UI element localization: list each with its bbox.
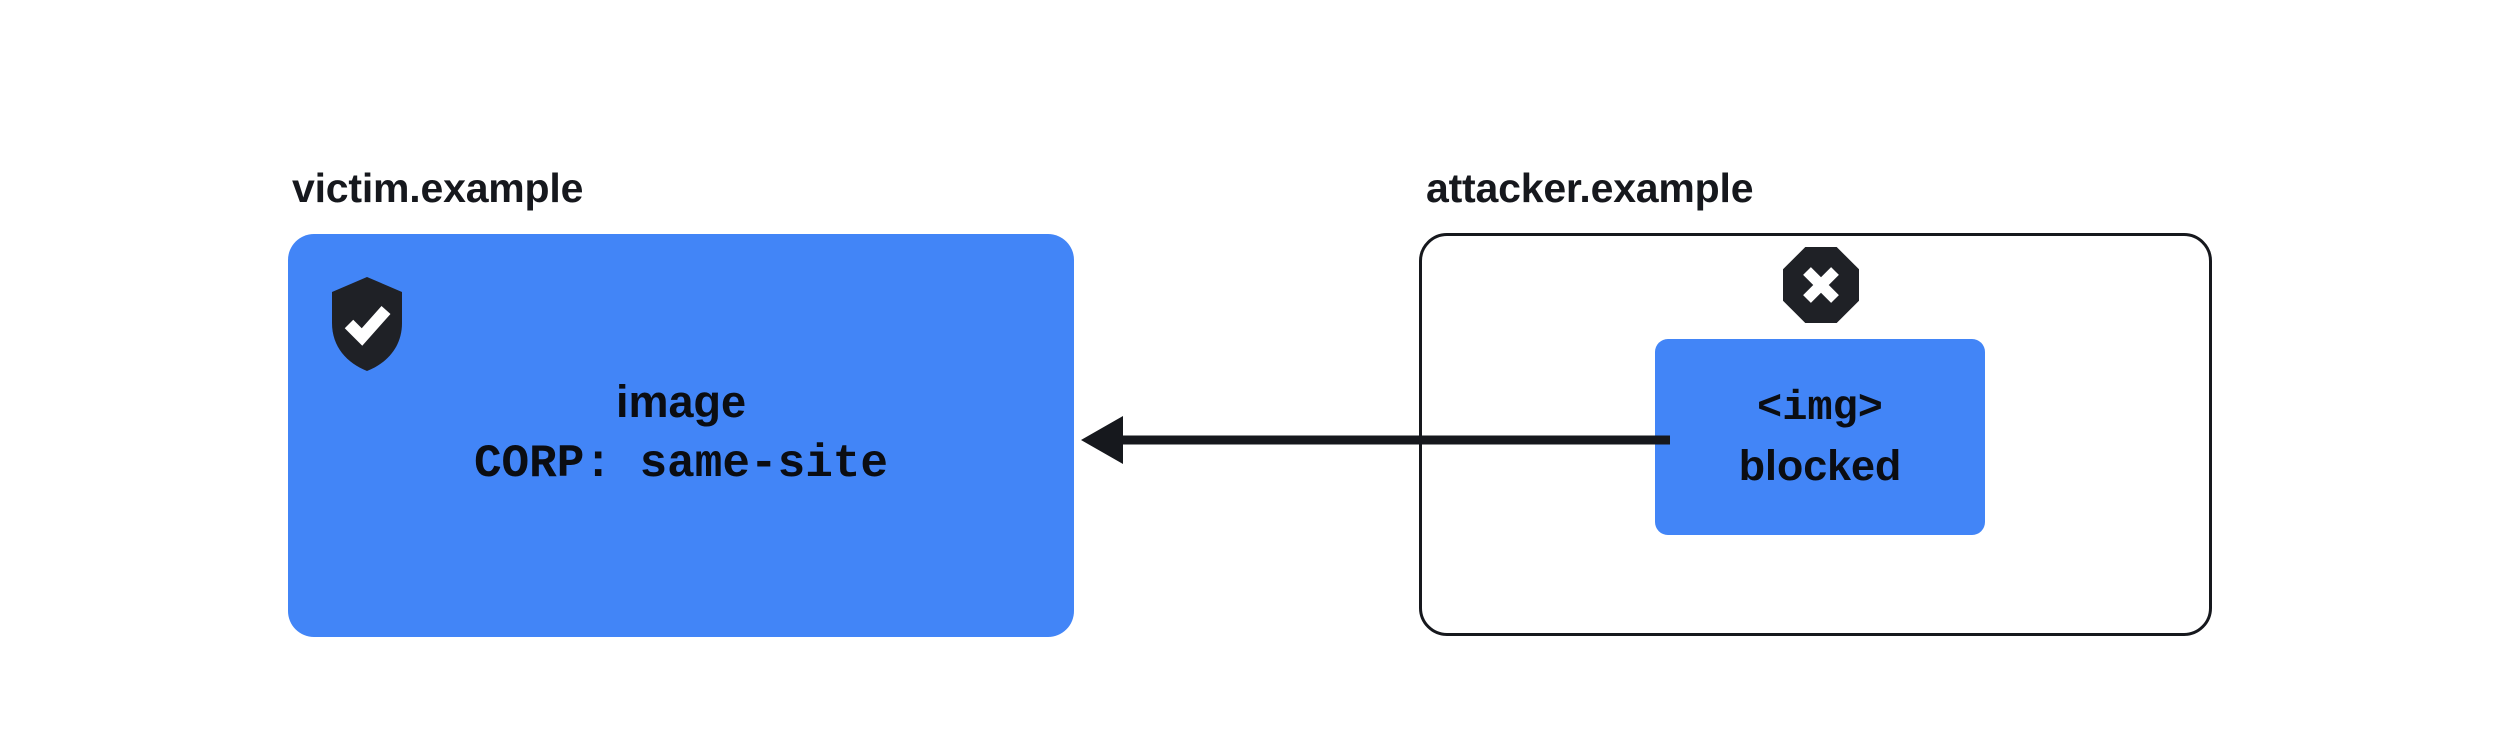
victim-resource-text: image CORP: same-site	[288, 371, 1074, 495]
attacker-origin-label: attacker.example	[1426, 165, 1754, 211]
request-arrow	[1070, 404, 1670, 476]
attacker-img-embed-box: <img> blocked	[1655, 339, 1985, 535]
octagon-x-icon	[1783, 247, 1859, 323]
victim-resource-box	[288, 234, 1074, 637]
victim-resource-name: image	[615, 376, 747, 427]
attacker-img-tag-label: <img>	[1756, 384, 1884, 432]
attacker-img-status-label: blocked	[1738, 442, 1902, 490]
victim-resource-corp-header: CORP: same-site	[473, 438, 889, 490]
victim-origin-label: victim.example	[292, 165, 584, 211]
shield-check-icon	[332, 277, 402, 371]
